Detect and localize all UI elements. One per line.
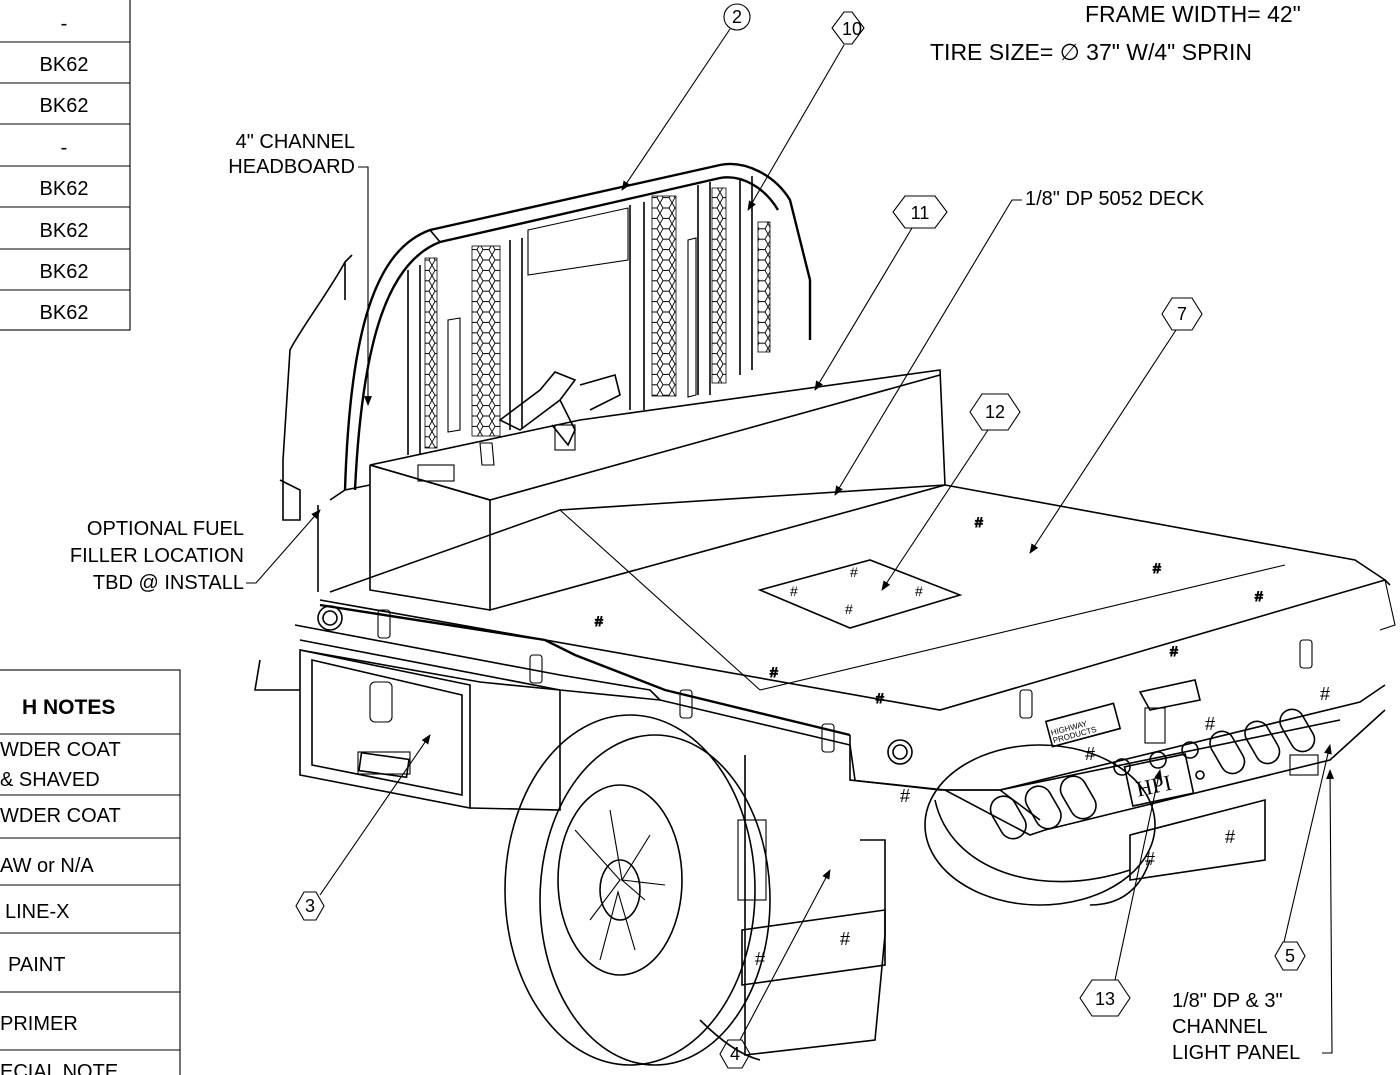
svg-text:#: # xyxy=(1170,643,1178,659)
svg-text:#: # xyxy=(1205,714,1215,734)
callout-headboard-line-2: HEADBOARD xyxy=(228,156,355,178)
headboard-mesh-panel xyxy=(711,187,727,384)
svg-text:#: # xyxy=(1255,588,1263,604)
svg-text:#: # xyxy=(595,613,603,629)
code-cell: BK62 xyxy=(40,220,89,242)
headboard-mesh-panel xyxy=(757,221,771,353)
svg-text:7: 7 xyxy=(1177,304,1187,324)
svg-text:#: # xyxy=(845,601,853,617)
finish-notes-table: H NOTES WDER COAT & SHAVED WDER COAT AW … xyxy=(0,669,181,1075)
code-cell: BK62 xyxy=(40,178,89,200)
notes-cell: ECIAL NOTE xyxy=(0,1061,118,1075)
svg-text:#: # xyxy=(770,664,778,680)
balloon-3: 3 xyxy=(295,734,431,921)
svg-text:2: 2 xyxy=(732,7,742,27)
svg-text:#: # xyxy=(1320,684,1330,704)
code-cell: BK62 xyxy=(40,261,89,283)
code-cell: - xyxy=(61,13,68,35)
balloon-11: 11 xyxy=(814,195,948,391)
svg-text:#: # xyxy=(1153,560,1161,576)
balloon-5: 5 xyxy=(1274,744,1332,971)
svg-text:#: # xyxy=(1225,827,1235,847)
notes-cell: AW or N/A xyxy=(0,855,94,877)
svg-text:10: 10 xyxy=(842,19,862,39)
callout-light-panel-line-2: CHANNEL xyxy=(1172,1016,1268,1038)
svg-text:12: 12 xyxy=(985,402,1005,422)
svg-text:#: # xyxy=(975,514,983,530)
svg-text:#: # xyxy=(1145,849,1155,869)
svg-text:#: # xyxy=(850,564,858,580)
balloon-4: 4 xyxy=(719,869,831,1069)
callout-light-panel-line-3: LIGHT PANEL xyxy=(1172,1042,1300,1064)
flatbed-illustration: # # # # # # # # # xyxy=(254,162,1396,1066)
svg-text:3: 3 xyxy=(305,896,315,916)
notes-cell: PRIMER xyxy=(0,1013,78,1035)
balloon-13: 13 xyxy=(1079,769,1163,1017)
svg-text:#: # xyxy=(790,583,798,599)
headboard-mesh-panel xyxy=(424,257,438,449)
notes-cell: & SHAVED xyxy=(0,769,100,791)
code-cell: BK62 xyxy=(40,95,89,117)
svg-text:5: 5 xyxy=(1285,946,1295,966)
balloon-2: 2 xyxy=(621,3,751,191)
balloon-12: 12 xyxy=(881,393,1021,591)
code-table: - BK62 BK62 - BK62 BK62 BK62 BK62 xyxy=(0,0,131,331)
balloon-7: 7 xyxy=(1029,297,1203,554)
tire-size-text: TIRE SIZE= ∅ 37" W/4" SPRIN xyxy=(930,39,1252,65)
svg-text:#: # xyxy=(915,583,923,599)
notes-cell: PAINT xyxy=(8,954,65,976)
svg-text:#: # xyxy=(900,786,910,806)
svg-text:11: 11 xyxy=(911,203,930,223)
callout-fuel-filler-line-1: OPTIONAL FUEL xyxy=(87,518,244,540)
svg-text:#: # xyxy=(755,949,765,969)
light-panel-lenses xyxy=(989,708,1316,840)
callout-light-panel-line-1: 1/8" DP & 3" xyxy=(1172,990,1283,1012)
svg-text:#: # xyxy=(840,929,850,949)
code-cell: BK62 xyxy=(40,54,89,76)
headboard-mesh-panel xyxy=(471,245,501,437)
code-cell: BK62 xyxy=(40,302,89,324)
headboard-mesh-panel xyxy=(651,195,677,397)
balloon-10: 10 xyxy=(747,11,865,211)
notes-cell: LINE-X xyxy=(5,901,69,923)
notes-cell: WDER COAT xyxy=(0,739,121,761)
notes-cell: WDER COAT xyxy=(0,805,121,827)
svg-text:#: # xyxy=(1085,744,1095,764)
svg-text:#: # xyxy=(876,690,884,706)
frame-width-text: FRAME WIDTH= 42" xyxy=(1085,1,1301,27)
callout-fuel-filler-line-2: FILLER LOCATION xyxy=(70,545,244,567)
svg-text:13: 13 xyxy=(1095,989,1115,1009)
callout-fuel-filler-line-3: TBD @ INSTALL xyxy=(93,572,244,594)
notes-header: H NOTES xyxy=(22,696,115,719)
code-cell: - xyxy=(61,137,68,159)
callout-headboard-line-1: 4" CHANNEL xyxy=(236,131,355,153)
svg-text:4: 4 xyxy=(730,1044,740,1064)
callout-deck: 1/8" DP 5052 DECK xyxy=(1025,188,1205,210)
